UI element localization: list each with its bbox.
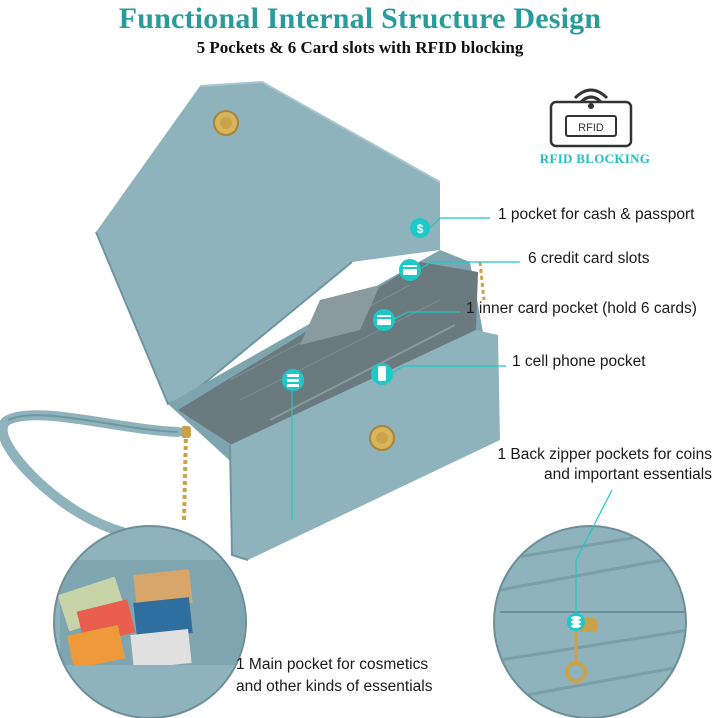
bag-front-panel [230, 330, 500, 560]
label-phone-pocket: 1 cell phone pocket [512, 353, 646, 370]
label-inner-card-pocket: 1 inner card pocket (hold 6 cards) [466, 300, 697, 317]
gold-chain [182, 431, 188, 521]
page-subtitle: 5 Pockets & 6 Card slots with RFID block… [196, 38, 524, 57]
label-cash-passport: 1 pocket for cash & passport [498, 206, 695, 223]
label-back-zipper-1: 1 Back zipper pockets for coins [497, 446, 712, 463]
label-back-zipper-2: and important essentials [543, 466, 712, 483]
dollar-coin-icon [410, 218, 430, 238]
shoulder-strap [0, 410, 185, 543]
rfid-badge-text: RFID [578, 122, 604, 134]
rfid-caption: RFID BLOCKING [539, 151, 651, 166]
label-credit-slots: 6 credit card slots [528, 250, 650, 267]
bag-flap [96, 82, 440, 404]
page-title: Functional Internal Structure Design [118, 2, 602, 35]
label-main-pocket-1: 1 Main pocket for cosmetics [236, 656, 429, 673]
bag-interior [178, 262, 478, 445]
rfid-signal-icon: RFID [549, 88, 633, 148]
svg-text:$: $ [417, 222, 424, 236]
label-main-pocket-2: and other kinds of essentials [236, 678, 433, 695]
